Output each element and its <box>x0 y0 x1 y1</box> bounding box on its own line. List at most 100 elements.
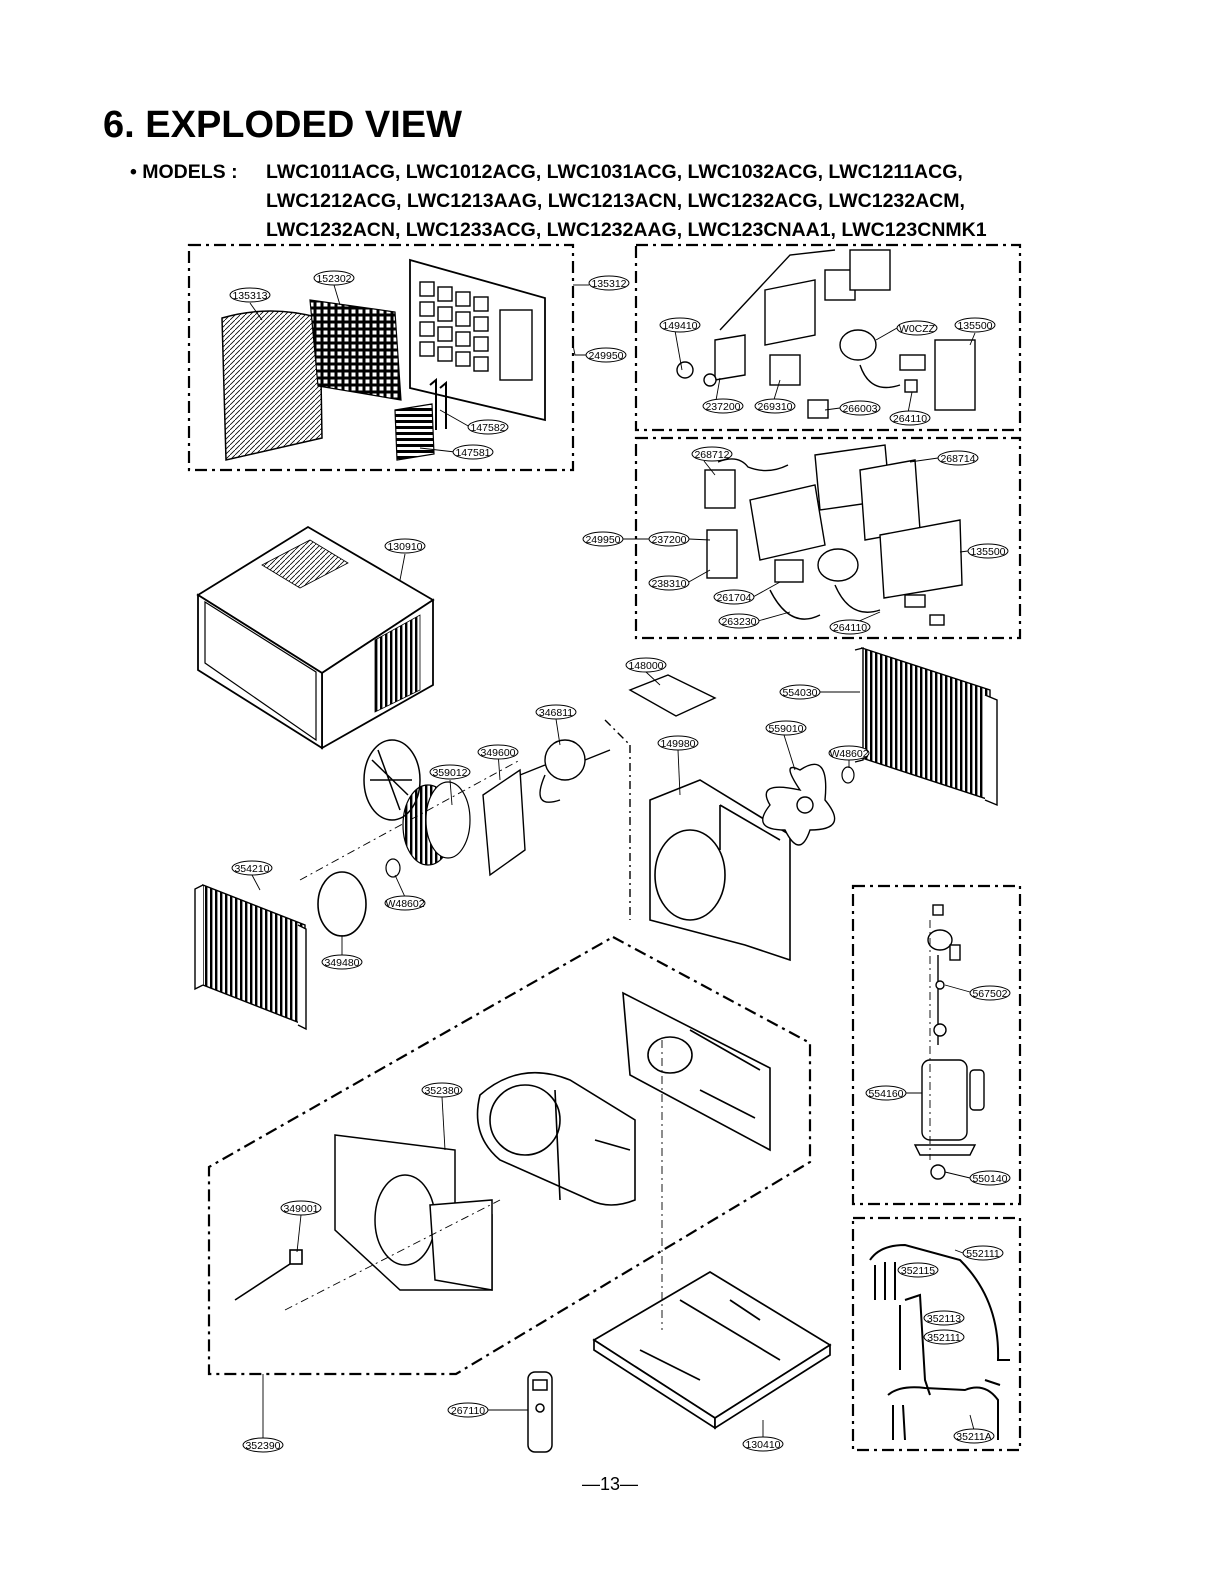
center-lines <box>284 759 931 1330</box>
blower-housing <box>476 1071 636 1206</box>
barrier-panel <box>622 991 771 1152</box>
callout-149980: 149980 <box>657 735 699 751</box>
retaining-clip <box>385 858 401 878</box>
base-assembly-group-border <box>207 935 812 1376</box>
callout-261704-label: 261704 <box>716 592 751 604</box>
callout-237200-b: 237200 <box>648 531 690 547</box>
control-box-group-a-border <box>634 243 1022 432</box>
callout-148000: 148000 <box>625 657 667 673</box>
callout-266003: 266003 <box>839 400 881 416</box>
scroll-housing <box>363 739 421 821</box>
callout-135312: 135312 <box>588 275 630 291</box>
callout-346811-label: 346811 <box>539 707 573 719</box>
shroud-ring <box>317 871 367 937</box>
callout-352113-label: 352113 <box>927 1313 961 1325</box>
control-box-b <box>704 444 963 626</box>
callout-w0czz: W0CZZ <box>896 320 938 336</box>
callout-359012: 359012 <box>429 764 471 780</box>
callout-w48602-a: W48602 <box>828 745 870 761</box>
callout-w48602-b: W48602 <box>384 895 426 911</box>
base-pan <box>592 1271 832 1430</box>
callout-w48602-b-label: W48602 <box>385 898 424 910</box>
callout-147581-label: 147581 <box>455 447 490 459</box>
callout-559010-label: 559010 <box>768 723 803 735</box>
callout-135500-b: 135500 <box>967 543 1009 559</box>
callout-359012-label: 359012 <box>432 767 467 779</box>
blower-wheel <box>402 781 471 866</box>
callout-w48602-a-label: W48602 <box>829 748 868 760</box>
callout-249950-b-label: 249950 <box>585 534 620 546</box>
condenser-coil <box>854 647 998 807</box>
callout-349001-label: 349001 <box>283 1203 318 1215</box>
callout-352113: 352113 <box>923 1310 965 1326</box>
callout-264110-a-label: 264110 <box>893 413 927 425</box>
callout-550140: 550140 <box>969 1170 1011 1186</box>
remote-control <box>527 1371 553 1453</box>
callout-135500-a: 135500 <box>954 317 996 333</box>
callout-261704: 261704 <box>713 589 755 605</box>
callout-554030: 554030 <box>779 684 821 700</box>
callout-237200-a-label: 237200 <box>705 401 740 413</box>
callout-567502: 567502 <box>969 985 1011 1001</box>
models-row-2: LWC1212ACG, LWC1213AAG, LWC1213ACN, LWC1… <box>130 187 987 216</box>
callout-349600-label: 349600 <box>480 747 515 759</box>
callout-147582: 147582 <box>467 419 509 435</box>
callout-249950-a-label: 249950 <box>588 350 623 362</box>
models-row-3: LWC1232ACN, LWC1233ACG, LWC1232AAG, LWC1… <box>130 216 987 245</box>
callout-w0czz-label: W0CZZ <box>899 323 936 335</box>
callout-130410: 130410 <box>742 1436 784 1452</box>
leader-lines <box>249 284 976 1438</box>
callout-148000-label: 148000 <box>628 660 663 672</box>
callout-238310: 238310 <box>648 575 690 591</box>
callout-238310-label: 238310 <box>651 578 686 590</box>
callout-550140-label: 550140 <box>972 1173 1007 1185</box>
callout-554160-label: 554160 <box>868 1088 903 1100</box>
callout-152302: 152302 <box>313 270 355 286</box>
callout-135313-label: 135313 <box>232 290 267 302</box>
drain-rod <box>234 1249 303 1301</box>
front-panel-group-border <box>187 243 575 472</box>
callout-130910: 130910 <box>384 538 426 554</box>
callout-147582-label: 147582 <box>470 422 505 434</box>
page-title: 6. EXPLODED VIEW <box>103 104 462 146</box>
callout-266003-label: 266003 <box>842 403 877 415</box>
callout-554160: 554160 <box>865 1085 907 1101</box>
air-filter <box>309 299 402 401</box>
callout-559010: 559010 <box>765 720 807 736</box>
page-number: —13— <box>581 1474 639 1494</box>
callout-346811: 346811 <box>535 704 577 720</box>
control-box-a <box>676 249 976 419</box>
motor-mount <box>482 768 526 877</box>
callout-349480-label: 349480 <box>324 957 359 969</box>
callout-135313: 135313 <box>229 287 271 303</box>
control-box-group-b-border <box>634 436 1022 640</box>
callout-267110-label: 267110 <box>451 1405 485 1417</box>
callout-352390: 352390 <box>242 1437 284 1453</box>
callout-263230: 263230 <box>718 613 760 629</box>
evaporator-coil <box>194 883 307 1031</box>
callout-130910-label: 130910 <box>387 541 422 553</box>
callout-352111-label: 352111 <box>927 1332 961 1344</box>
callout-349600: 349600 <box>477 744 519 760</box>
refrigerant-tubing <box>869 1243 1010 1441</box>
mount-plate <box>628 674 717 717</box>
callout-352390-label: 352390 <box>245 1440 280 1452</box>
callout-269310-label: 269310 <box>757 401 792 413</box>
callout-269310: 269310 <box>754 398 796 414</box>
callout-135500-b-label: 135500 <box>970 546 1005 558</box>
callout-352115-label: 352115 <box>901 1265 935 1277</box>
fan-shroud <box>649 779 791 962</box>
callout-130410-label: 130410 <box>745 1439 780 1451</box>
callout-349001: 349001 <box>280 1200 322 1216</box>
callout-149410-label: 149410 <box>662 320 697 332</box>
models-row-1: • MODELS :LWC1011ACG, LWC1012ACG, LWC103… <box>130 158 987 187</box>
callout-135312-label: 135312 <box>591 278 626 290</box>
callout-249950-a: 249950 <box>585 347 627 363</box>
models-line-2: LWC1212ACG, LWC1213AAG, LWC1213ACN, LWC1… <box>266 190 965 212</box>
callout-249950-b: 249950 <box>582 531 624 547</box>
callout-149980-label: 149980 <box>660 738 695 750</box>
vent-louver <box>394 377 447 461</box>
tubing-group-border <box>851 1216 1022 1452</box>
models-list: • MODELS :LWC1011ACG, LWC1012ACG, LWC103… <box>130 158 987 245</box>
